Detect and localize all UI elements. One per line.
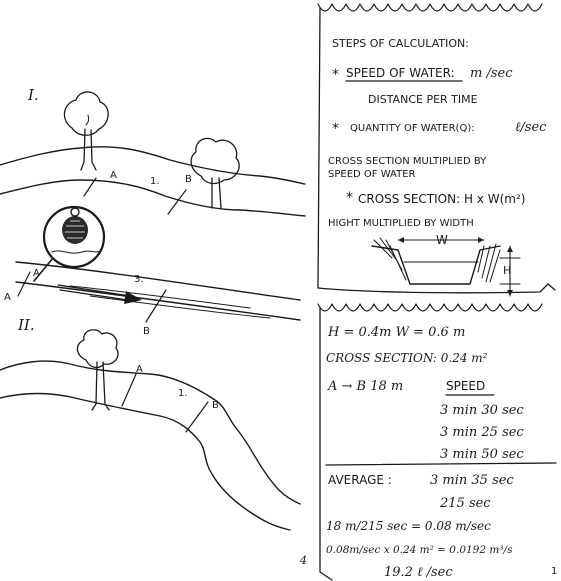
bullet-quantity: * (332, 121, 339, 137)
lower-stream (0, 361, 300, 530)
marker-1-bottom: 1. (178, 388, 188, 399)
seconds-value: 215 sec (439, 496, 491, 511)
speed-calc: 18 m/215 sec = 0.08 m/sec (326, 519, 491, 533)
speed-definition: DISTANCE PER TIME (368, 93, 478, 106)
marker-a-upper: A (110, 170, 117, 181)
marker-b-bottom: B (212, 400, 219, 411)
calc-cross-section: CROSS SECTION: 0.24 m² (326, 351, 488, 365)
float-magnifier (34, 207, 104, 281)
average-value: 3 min 35 sec (430, 473, 514, 488)
calc-speed-heading: SPEED (446, 379, 485, 393)
cross-section-diagram: W H (372, 233, 520, 296)
flow-arrow (58, 285, 142, 304)
tree-upper-left (64, 92, 108, 170)
cross-note-line1: CROSS SECTION MULTIPLIED BY (328, 156, 487, 167)
marker-b-left: A (33, 268, 40, 279)
cross-formula: H x W(m²) (464, 192, 525, 206)
cross-note-line2: SPEED OF WATER (328, 169, 416, 180)
section-two-label: II. (17, 316, 35, 334)
bullet-cross: * (346, 190, 353, 206)
time-row-3: 3 min 50 sec (440, 447, 524, 462)
calc-dims: H = 0.4m W = 0.6 m (327, 325, 465, 340)
calc-card: H = 0.4m W = 0.6 m CROSS SECTION: 0.24 m… (318, 304, 556, 580)
marker-b-upper: B (185, 174, 192, 185)
quantity-label: QUANTITY OF WATER(Q): (350, 123, 475, 134)
landscape-sketch: I. A 1. B (0, 86, 305, 530)
quantity-unit: ℓ/sec (515, 120, 547, 135)
height-note: HIGHT MULTIPLIED BY WIDTH (328, 218, 474, 229)
page-mark: 1 (551, 566, 557, 577)
time-row-1: 3 min 30 sec (440, 403, 524, 418)
sum-line (326, 463, 556, 465)
marker-a-bottom: A (136, 364, 143, 375)
straight-channel (16, 262, 300, 320)
marker-b-channel: B (143, 326, 150, 337)
marker-a-channel: A (4, 292, 11, 303)
cross-label: CROSS SECTION: (358, 192, 460, 206)
average-label: AVERAGE : (328, 473, 392, 487)
steps-heading: STEPS OF CALCULATION: (332, 37, 469, 50)
dim-h: H (503, 264, 511, 277)
calc-route: A → B 18 m (327, 379, 403, 394)
flow-calc: 0.08m/sec x 0.24 m² = 0.0192 m³/s (326, 544, 513, 556)
section-line-a-lower (122, 374, 136, 406)
section-line-b-lower (186, 402, 208, 432)
time-row-2: 3 min 25 sec (440, 425, 524, 440)
section-one-label: I. (27, 86, 39, 104)
steps-card: STEPS OF CALCULATION: * SPEED OF WATER: … (318, 4, 555, 296)
page-number: 4 (299, 554, 307, 567)
result-value: 19.2 ℓ /sec (384, 565, 453, 580)
bullet-speed: * (332, 67, 339, 83)
marker-1-upper: 1. (150, 176, 160, 187)
speed-unit: m /sec (470, 66, 513, 81)
marker-3: 3. (134, 274, 144, 285)
speed-label: SPEED OF WATER: (346, 66, 455, 80)
dim-w: W (436, 233, 448, 247)
